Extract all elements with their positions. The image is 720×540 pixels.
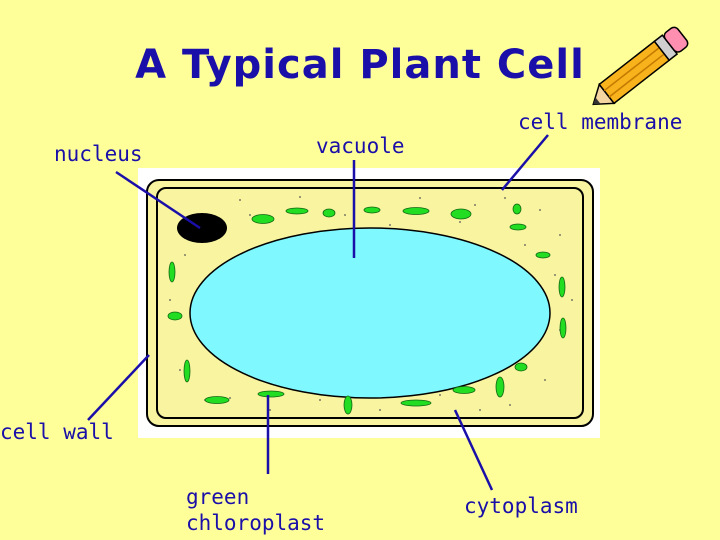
chloroplast [167, 311, 183, 321]
chloroplast [452, 386, 476, 394]
cytoplasm-label: cytoplasm [464, 494, 578, 518]
chloroplast [450, 208, 472, 220]
chloroplast [514, 362, 528, 372]
pointer-cytoplasm [453, 409, 494, 491]
chloroplast [285, 207, 309, 215]
page-title: A Typical Plant Cell [135, 42, 585, 88]
chloroplast [251, 214, 275, 224]
cell-wall-label: cell wall [0, 420, 114, 444]
chloroplast [512, 203, 522, 215]
vacuole [189, 227, 551, 399]
chloroplast [257, 390, 285, 398]
chloroplast [559, 317, 567, 339]
cytoplasm-speckles [169, 196, 573, 411]
pointer-nucleus [115, 170, 201, 230]
chloroplast [183, 359, 191, 383]
chloroplasts [167, 203, 567, 415]
chloroplast [168, 261, 176, 283]
chloroplast [558, 276, 566, 298]
chloroplast [343, 395, 353, 415]
chloroplast [535, 251, 551, 259]
pointer-lines [87, 134, 549, 491]
chloroplast [322, 208, 336, 218]
pointer-cell-wall [87, 354, 150, 421]
chloroplast [400, 399, 432, 407]
vacuole-label: vacuole [316, 134, 405, 158]
nucleus-label: nucleus [54, 142, 143, 166]
chloroplast [495, 376, 505, 398]
cell-membrane-label: cell membrane [518, 110, 683, 134]
green-chloroplast-label: green chloroplast [186, 485, 326, 535]
pointer-cell-membrane [501, 134, 549, 191]
chloroplast [509, 223, 527, 231]
pencil-icon [592, 26, 689, 106]
chloroplast [204, 396, 230, 404]
chloroplast [402, 207, 430, 215]
chloroplast [363, 206, 381, 214]
